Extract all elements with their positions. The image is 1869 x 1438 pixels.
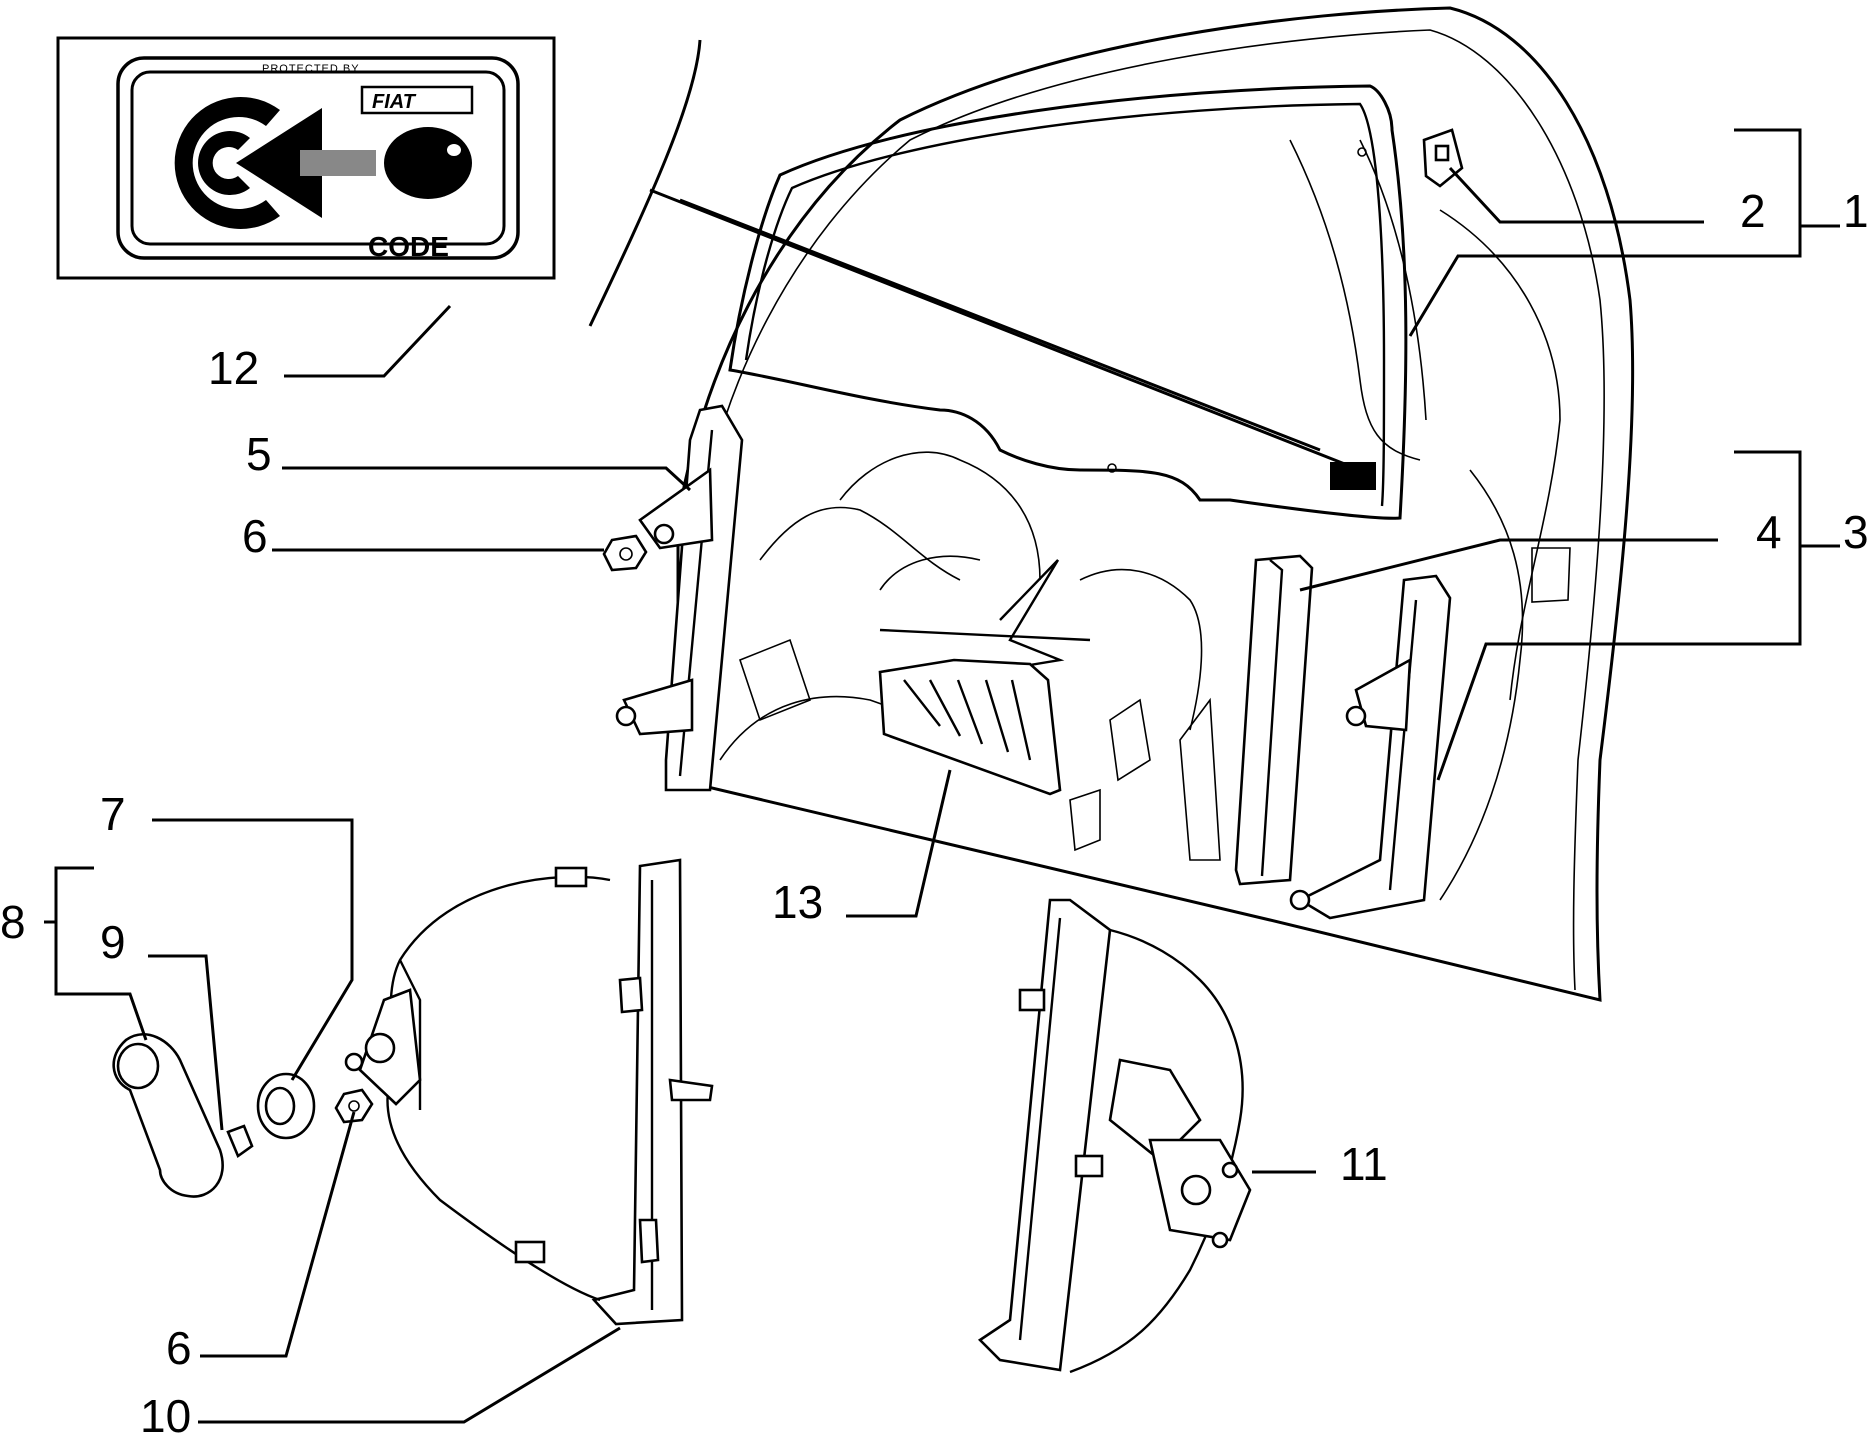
glass-clip-part [1422,128,1464,188]
rear-guide-rail-part [1289,574,1452,920]
callout-2: 2 [1740,185,1766,237]
callout-labels: 1 2 3 4 5 6 7 8 9 6 10 11 12 13 [0,185,1869,1438]
callout-5: 5 [246,428,272,480]
front-guide-rail-part [615,404,744,792]
callout-12: 12 [208,342,259,394]
electric-window-regulator-part [977,898,1252,1374]
badge-protected-by: PROTECTED BY [262,63,360,75]
door-glass [728,84,1408,520]
code-symbol-icon [174,97,472,229]
callout-7: 7 [100,788,126,840]
badge-brand: FIAT [372,91,417,113]
callout-9: 9 [100,916,126,968]
callout-6-upper: 6 [242,510,268,562]
callout-13: 13 [772,876,823,928]
callout-4: 4 [1756,506,1782,558]
manual-window-regulator-part [344,858,714,1326]
badge-code-label: CODE [368,231,449,262]
handle-clip-part [226,1124,254,1159]
escutcheon-ring-part [256,1072,316,1140]
callout-8: 8 [0,896,26,948]
nut-part-lower [334,1088,374,1124]
rear-guide-channel-part [1234,554,1314,886]
callout-11: 11 [1340,1138,1388,1190]
fiat-code-badge: PROTECTED BY FIAT CODE [56,36,556,280]
callout-10: 10 [140,1390,191,1438]
callout-1: 1 [1843,185,1869,237]
nut-part-upper [602,534,648,572]
fiat-logo: FIAT [360,85,474,115]
speaker-grille-part [878,658,1062,796]
door-panel [676,6,1635,1002]
callout-6-lower: 6 [166,1322,192,1374]
callout-3: 3 [1843,506,1869,558]
leader-lines [44,39,1840,1424]
window-crank-handle-part [112,1033,224,1198]
